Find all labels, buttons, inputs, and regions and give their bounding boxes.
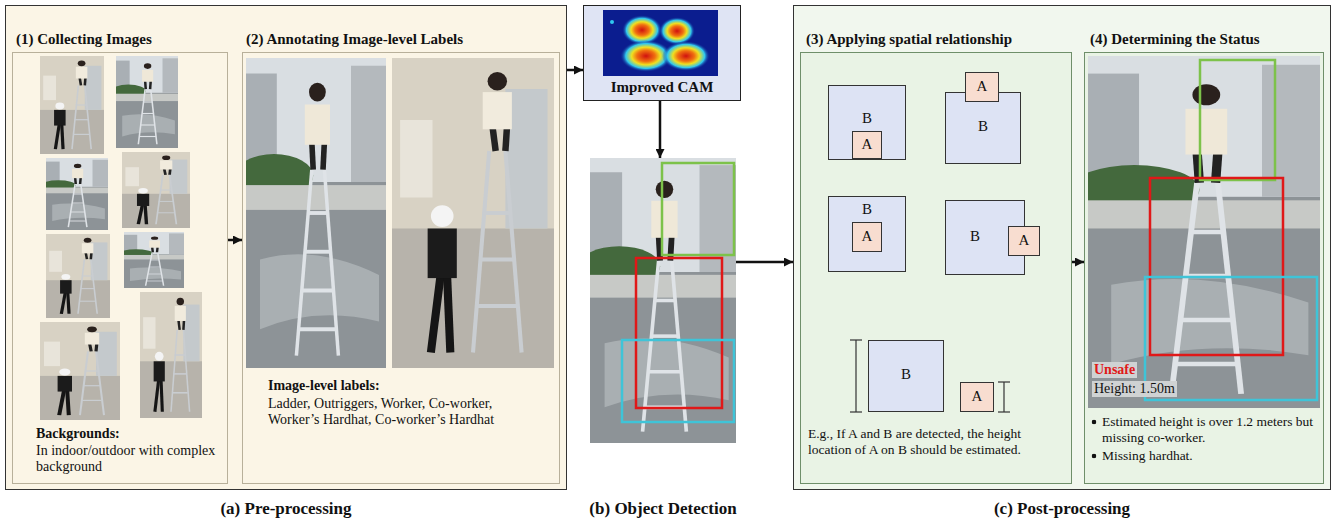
detection-image: (b) Object Detection [590, 158, 736, 443]
cam-box: Improved CAM [583, 5, 741, 101]
a-box: A [852, 222, 882, 252]
flow-arrow [228, 239, 242, 242]
flow-arrow [659, 101, 662, 158]
box-letter: B [868, 366, 944, 383]
flow-arrow [1072, 261, 1084, 264]
b-box: BA [828, 196, 906, 272]
bullet-text: Missing hardhat. [1090, 448, 1320, 464]
panel-backgrounds [5, 5, 1331, 490]
detection-photo [578, 158, 736, 443]
box-letter: B [828, 110, 906, 127]
flow-arrow [567, 69, 583, 72]
b-box: BA [828, 85, 906, 160]
box-letter: A [853, 223, 881, 251]
note-text: E.g., If A and B are detected, the heigh… [808, 426, 1066, 457]
spatial-dimension-bars [850, 340, 1010, 412]
step-heading: (4) Determining the Status [1090, 31, 1322, 48]
a-box: A [965, 72, 999, 102]
step-heading: (3) Applying spatial relationship [806, 31, 1070, 48]
a-box: A [960, 382, 994, 412]
a-box: A [852, 131, 882, 159]
box-letter: A [966, 73, 998, 101]
step-panel: (2) Annotating Image-level LabelsImage-l… [242, 52, 560, 484]
list-heading: Image-level labels: [268, 378, 528, 394]
box-letter: A [961, 383, 993, 411]
box-letter: B [828, 201, 906, 218]
step-panel: (1) Collecting ImagesBackgrounds:In indo… [12, 52, 228, 484]
list-heading: Backgrounds: [36, 426, 224, 442]
step-panel: (3) Applying spatial relationshipE.g., I… [800, 52, 1072, 484]
stage-caption: (a) Pre-processing [5, 499, 567, 519]
b-box: B [868, 340, 944, 412]
a-box: A [1008, 226, 1040, 256]
b-box: B [945, 92, 1021, 164]
cam-heatmap [603, 10, 718, 76]
stage-caption: (b) Object Detection [560, 499, 766, 519]
bullet-text: Estimated height is over 1.2 meters but … [1090, 414, 1320, 445]
body-text: Ladder, Outriggers, Worker, Co-worker, W… [268, 396, 508, 428]
box-letter: A [853, 132, 881, 158]
box-letter: B [950, 228, 1000, 245]
status-photo [1069, 56, 1320, 408]
stage-caption: (c) Post-processing [793, 499, 1331, 519]
step-heading: (1) Collecting Images [16, 31, 226, 48]
height-label: Height: 1.50m [1092, 381, 1177, 397]
flow-arrow [736, 261, 793, 264]
status-label: Unsafe [1092, 362, 1137, 378]
box-letter: B [945, 118, 1021, 135]
box-label: Improved CAM [583, 79, 741, 96]
step-panel: (4) Determining the StatusEstimated heig… [1084, 52, 1324, 484]
box-letter: A [1009, 227, 1039, 255]
step-heading: (2) Annotating Image-level Labels [246, 31, 556, 48]
body-text: In indoor/outdoor with complex backgroun… [36, 443, 224, 475]
stage-panel: (a) Pre-processing(1) Collecting ImagesB… [5, 5, 567, 490]
collected-photos [40, 56, 202, 420]
annotated-photos [235, 58, 554, 368]
stage-panel: (c) Post-processing(3) Applying spatial … [793, 5, 1331, 490]
